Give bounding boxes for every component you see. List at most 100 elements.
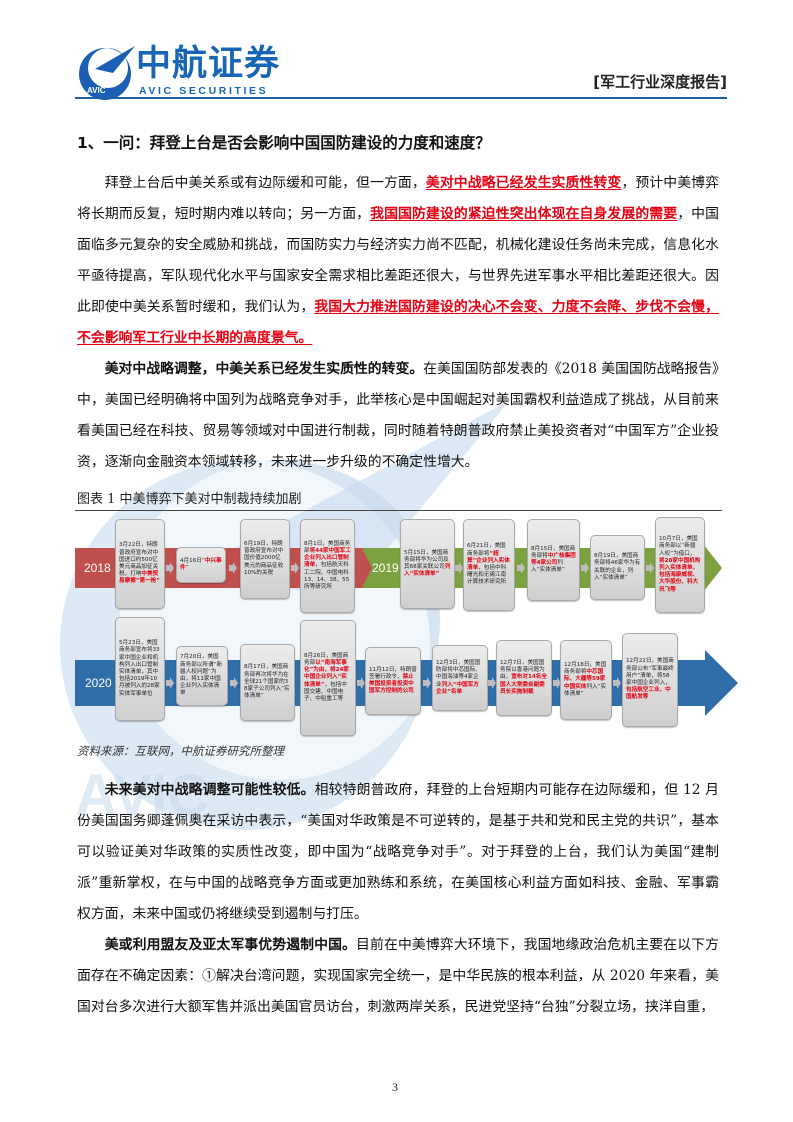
text-run: 列入“实体清单” xyxy=(531,560,565,574)
header-rule xyxy=(75,97,727,99)
text-run: 目前在中美博弈大环境下，我国地缘政治危机主要在以下方面存在不确定因素：①解决台湾… xyxy=(77,937,719,1015)
red-highlight-text: 包括航空工业、中国航发等 xyxy=(626,687,671,701)
text-run: 在美国国防部发表的《2018 美国国防战略报告》中，美国已经明确将中国列为战略竞… xyxy=(77,361,719,470)
red-highlight-text: 列入“中国军方企业”名单 xyxy=(436,681,479,695)
event-text-block: 12月3日，美国国防部将中芯国际、中国海油等4家企业列入“中国军方企业”名单 xyxy=(436,660,484,696)
logo-text: AVIC xyxy=(87,86,106,95)
bold-lead-text: 美对中战略调整，中美关系已经发生实质性的转变。 xyxy=(104,361,424,377)
text-run: 12月22日，美国商务部公布“军事最终用户”清单，将58家中国企业列入， xyxy=(626,658,674,686)
timeline-event: 6月21日，美国商务部将“超算”企业列入实体清单，包括中科曙光和无锡江南计算技术… xyxy=(463,519,515,611)
text-run: 8月19日，美国商务部将46家华为有关联的企业，列入“实体清单” xyxy=(594,553,641,581)
timeline-event: 4月16日“中兴事件” xyxy=(176,547,226,583)
event-text-block: 3月22日，特朗普政府宣布对中国进口约500亿美元商品加征关税，打响中美贸易摩擦… xyxy=(119,542,161,585)
timeline-event: 12月18日，美国商务部将中芯国际、大疆等59家中国实体列入“实体清单” xyxy=(560,640,612,720)
timeline-event: 7月20日，美国商务部以所谓“新疆人权问题”为由，将11家中国企业列入实体清单 xyxy=(176,646,228,706)
figure-caption: 图表 1 中美博弈下美对中制裁持续加剧 xyxy=(75,490,722,511)
connector-arrow xyxy=(613,677,621,689)
year-label-2020: 2020 xyxy=(85,676,112,690)
timeline-event: 5月23日，美国商务部宣布将33家中国企业和机构列入出口管制实体清单，其中包括2… xyxy=(115,617,165,721)
timeline-event: 8月1日，美国商务部将44家中国军工企业列入出口管制清单，包括航天科工二院、中国… xyxy=(300,519,355,613)
main-content: 1、一问：拜登上台是否会影响中国国防建设的力度和速度？ 拜登上台后中美关系或有边… xyxy=(75,131,738,1023)
text-run: 拜登上台后中美关系或有边际缓和可能，但一方面， xyxy=(104,175,426,191)
paragraph: 美对中战略调整，中美关系已经发生实质性的转变。在美国国防部发表的《2018 美国… xyxy=(77,354,719,478)
event-text-block: 5月23日，美国商务部宣布将33家中国企业和机构列入出口管制实体清单，其中包括2… xyxy=(119,640,161,698)
logo-wing xyxy=(95,46,135,73)
sanctions-timeline: 2018 2019 2020 3月22日，特朗普政府宣布对中国进口约500亿美元… xyxy=(75,513,740,740)
red-highlight-text: 我国国防建设的紧迫性突出体现在自身发展的需要 xyxy=(370,206,678,222)
text-run: ，预计中美博弈将长期而反复，短时期内难以转向；另一方面， xyxy=(77,175,719,222)
timeline-event: 12月7日，美国国务院以香港问题为由，宣布对14名全国人大常委会副委员长实施制裁 xyxy=(496,640,552,716)
event-text-block: 12月22日，美国商务部公布“军事最终用户”清单，将58家中国企业列入，包括航空… xyxy=(626,658,674,701)
paragraph: 未来美对中战略调整可能性较低。相较特朗普政府，拜登的上台短期内可能存在边际缓和，… xyxy=(77,775,719,930)
text-run: 列入“实体清单” xyxy=(564,683,607,697)
text-run: 4月16日“ xyxy=(180,557,205,564)
event-text-block: 11月12日，特朗普签署行政令，禁止美国投资者投资中国军方控制的公司 xyxy=(369,667,417,696)
text-run: 6月19日，特朗普政府宣布对中国价值2000亿美元的商品征收10%的关税 xyxy=(244,540,284,576)
timeline-event: 11月12日，特朗普签署行政令，禁止美国投资者投资中国军方控制的公司 xyxy=(365,647,421,715)
text-run: ” xyxy=(185,565,189,571)
text-run: 相较特朗普政府，拜登的上台短期内可能存在边际缓和，但 12 月份美国国务卿蓬佩奥… xyxy=(77,782,719,922)
red-highlight-text: 宣布对14名全国人大常委会副委员长实施制裁 xyxy=(500,674,547,695)
red-highlight-text: 我国大力推进国防建设的决心不会变、力度不会降、步伐不会慢，不会影响军工行业中长期… xyxy=(77,299,719,346)
body-text-lower: 未来美对中战略调整可能性较低。相较特朗普政府，拜登的上台短期内可能存在边际缓和，… xyxy=(77,775,719,1023)
year-label-2019: 2019 xyxy=(372,561,399,575)
event-text-block: 6月21日，美国商务部将“超算”企业列入实体清单，包括中科曙光和无锡江南计算技术… xyxy=(467,543,511,586)
timeline-event: 6月19日，特朗普政府宣布对中国价值2000亿美元的商品征收10%的关税 xyxy=(240,519,290,599)
text-run: 8月15日，美国商务部将 xyxy=(531,545,576,559)
event-text-block: 10月7日，美国商务部以“新疆人权”为借口，将28家中国机构列入实体清单，包括海… xyxy=(659,536,701,594)
event-text-block: 8月17日，美国商务部再次将华为在全球21个国家的38家子公司列入“实体清单” xyxy=(244,664,291,700)
figure-source-note: 资料来源：互联网，中航证券研究所整理 xyxy=(77,744,284,758)
timeline-event: 3月22日，特朗普政府宣布对中国进口约500亿美元商品加征关税，打响中美贸易摩擦… xyxy=(115,519,165,609)
timeline-event: 8月19日，美国商务部将46家华为有关联的企业，列入“实体清单” xyxy=(590,535,645,600)
body-text-upper: 拜登上台后中美关系或有边际缓和可能，但一方面，美对中战略已经发生实质性转变，预计… xyxy=(77,168,719,478)
timeline-event: 12月22日，美国商务部公布“军事最终用户”清单，将58家中国企业列入，包括航空… xyxy=(622,633,678,727)
event-text-block: 8月1日，美国商务部将44家中国军工企业列入出口管制清单，包括航天科工二院、中国… xyxy=(304,541,351,591)
timeline-event: 12月3日，美国国防部将中芯国际、中国海油等4家企业列入“中国军方企业”名单 xyxy=(432,645,488,711)
year-label-2018: 2018 xyxy=(84,561,111,575)
timeline-event: 8月17日，美国商务部再次将华为在全球21个国家的38家子公司列入“实体清单” xyxy=(240,644,295,721)
text-run: 12月7日，美国国务院以香港问题为由， xyxy=(500,659,545,681)
red-highlight-text: 将28家中国机构列入实体清单，包括海康威视、大华股份、科大讯飞等 xyxy=(659,557,701,593)
text-run: ，中国面临多元复杂的安全威胁和挑战，而国防实力与经济实力尚不匹配，机械化建设任务… xyxy=(77,206,719,315)
section-heading: 1、一问：拜登上台是否会影响中国国防建设的力度和速度？ xyxy=(77,134,491,152)
connector-arrow xyxy=(517,562,525,574)
bold-lead-text: 未来美对中战略调整可能性较低。 xyxy=(104,782,315,798)
timeline-event: 8月15日，美国商务部将中广核集团等4家公司列入“实体清单” xyxy=(527,519,580,601)
red-highlight-text: 中广核集团等4家公司 xyxy=(531,552,576,566)
paragraph: 拜登上台后中美关系或有边际缓和可能，但一方面，美对中战略已经发生实质性转变，预计… xyxy=(77,168,719,354)
text-run: 5月15日，美国商务部将华为公司及其68家关联公司 xyxy=(404,549,449,570)
text-run: 8月17日，美国商务部再次将华为在全球21个国家的38家子公司列入“实体清单” xyxy=(244,664,290,700)
logo-swoosh xyxy=(79,48,131,100)
event-text-block: 8月19日，美国商务部将46家华为有关联的企业，列入“实体清单” xyxy=(594,553,641,582)
event-text-block: 4月16日“中兴事件” xyxy=(180,558,222,572)
paragraph: 美或利用盟友及亚太军事优势遏制中国。目前在中美博弈大环境下，我国地缘政治危机主要… xyxy=(77,930,719,1023)
brand-name-english: AVIC SECURITIES xyxy=(139,85,269,97)
timeline-event: 8月26日，美国商务部以“南海军事化”为由，将24家中国企业列入“实体清单”，包… xyxy=(300,620,356,736)
event-text-block: 12月7日，美国国务院以香港问题为由，宣布对14名全国人大常委会副委员长实施制裁 xyxy=(500,660,548,696)
red-highlight-text: 美对中战略已经发生实质性转变 xyxy=(425,175,622,191)
connector-arrow xyxy=(488,677,496,689)
connector-arrow xyxy=(646,562,654,574)
page-number: 3 xyxy=(392,1080,398,1094)
connector-arrow xyxy=(581,562,589,574)
text-run: 12月18日，美国商务部将 xyxy=(564,661,607,676)
text-run: 5月23日，美国商务部宣布将33家中国企业和机构列入出口管制实体清单，其中包括2… xyxy=(119,640,160,697)
event-text-block: 7月20日，美国商务部以所谓“新疆人权问题”为由，将11家中国企业列入实体清单 xyxy=(180,654,224,697)
text-run: 10月7日，美国商务部以“新疆人权”为借口， xyxy=(659,536,698,557)
text-run: 6月21日，美国商务部将 xyxy=(467,543,506,557)
event-text-block: 12月18日，美国商务部将中芯国际、大疆等59家中国实体列入“实体清单” xyxy=(564,662,608,698)
text-run: 7月20日，美国商务部以所谓“新疆人权问题”为由，将11家中国企业列入实体清单 xyxy=(180,654,223,697)
event-text-block: 8月15日，美国商务部将中广核集团等4家公司列入“实体清单” xyxy=(531,546,576,575)
timeline-event: 5月15日，美国商务部将华为公司及其68家关联公司列入“实体清单” xyxy=(400,519,455,609)
event-text-block: 8月26日，美国商务部以“南海军事化”为由，将24家中国企业列入“实体清单”，包… xyxy=(304,653,352,703)
event-text-block: 6月19日，特朗普政府宣布对中国价值2000亿美元的商品征收10%的关税 xyxy=(244,541,286,577)
bold-lead-text: 美或利用盟友及亚太军事优势遏制中国。 xyxy=(104,937,357,953)
report-type-tag: [军工行业深度报告] xyxy=(593,73,727,91)
connector-arrow xyxy=(553,677,561,689)
avic-logo: AVIC xyxy=(79,46,135,100)
event-text-block: 5月15日，美国商务部将华为公司及其68家关联公司列入“实体清单” xyxy=(404,550,451,579)
timeline-event: 10月7日，美国商务部以“新疆人权”为借口，将28家中国机构列入实体清单，包括海… xyxy=(655,517,705,613)
brand-name-chinese: 中航证券 xyxy=(136,44,281,84)
red-highlight-text: 中芯国际、大疆等59家中国实体 xyxy=(564,669,606,690)
